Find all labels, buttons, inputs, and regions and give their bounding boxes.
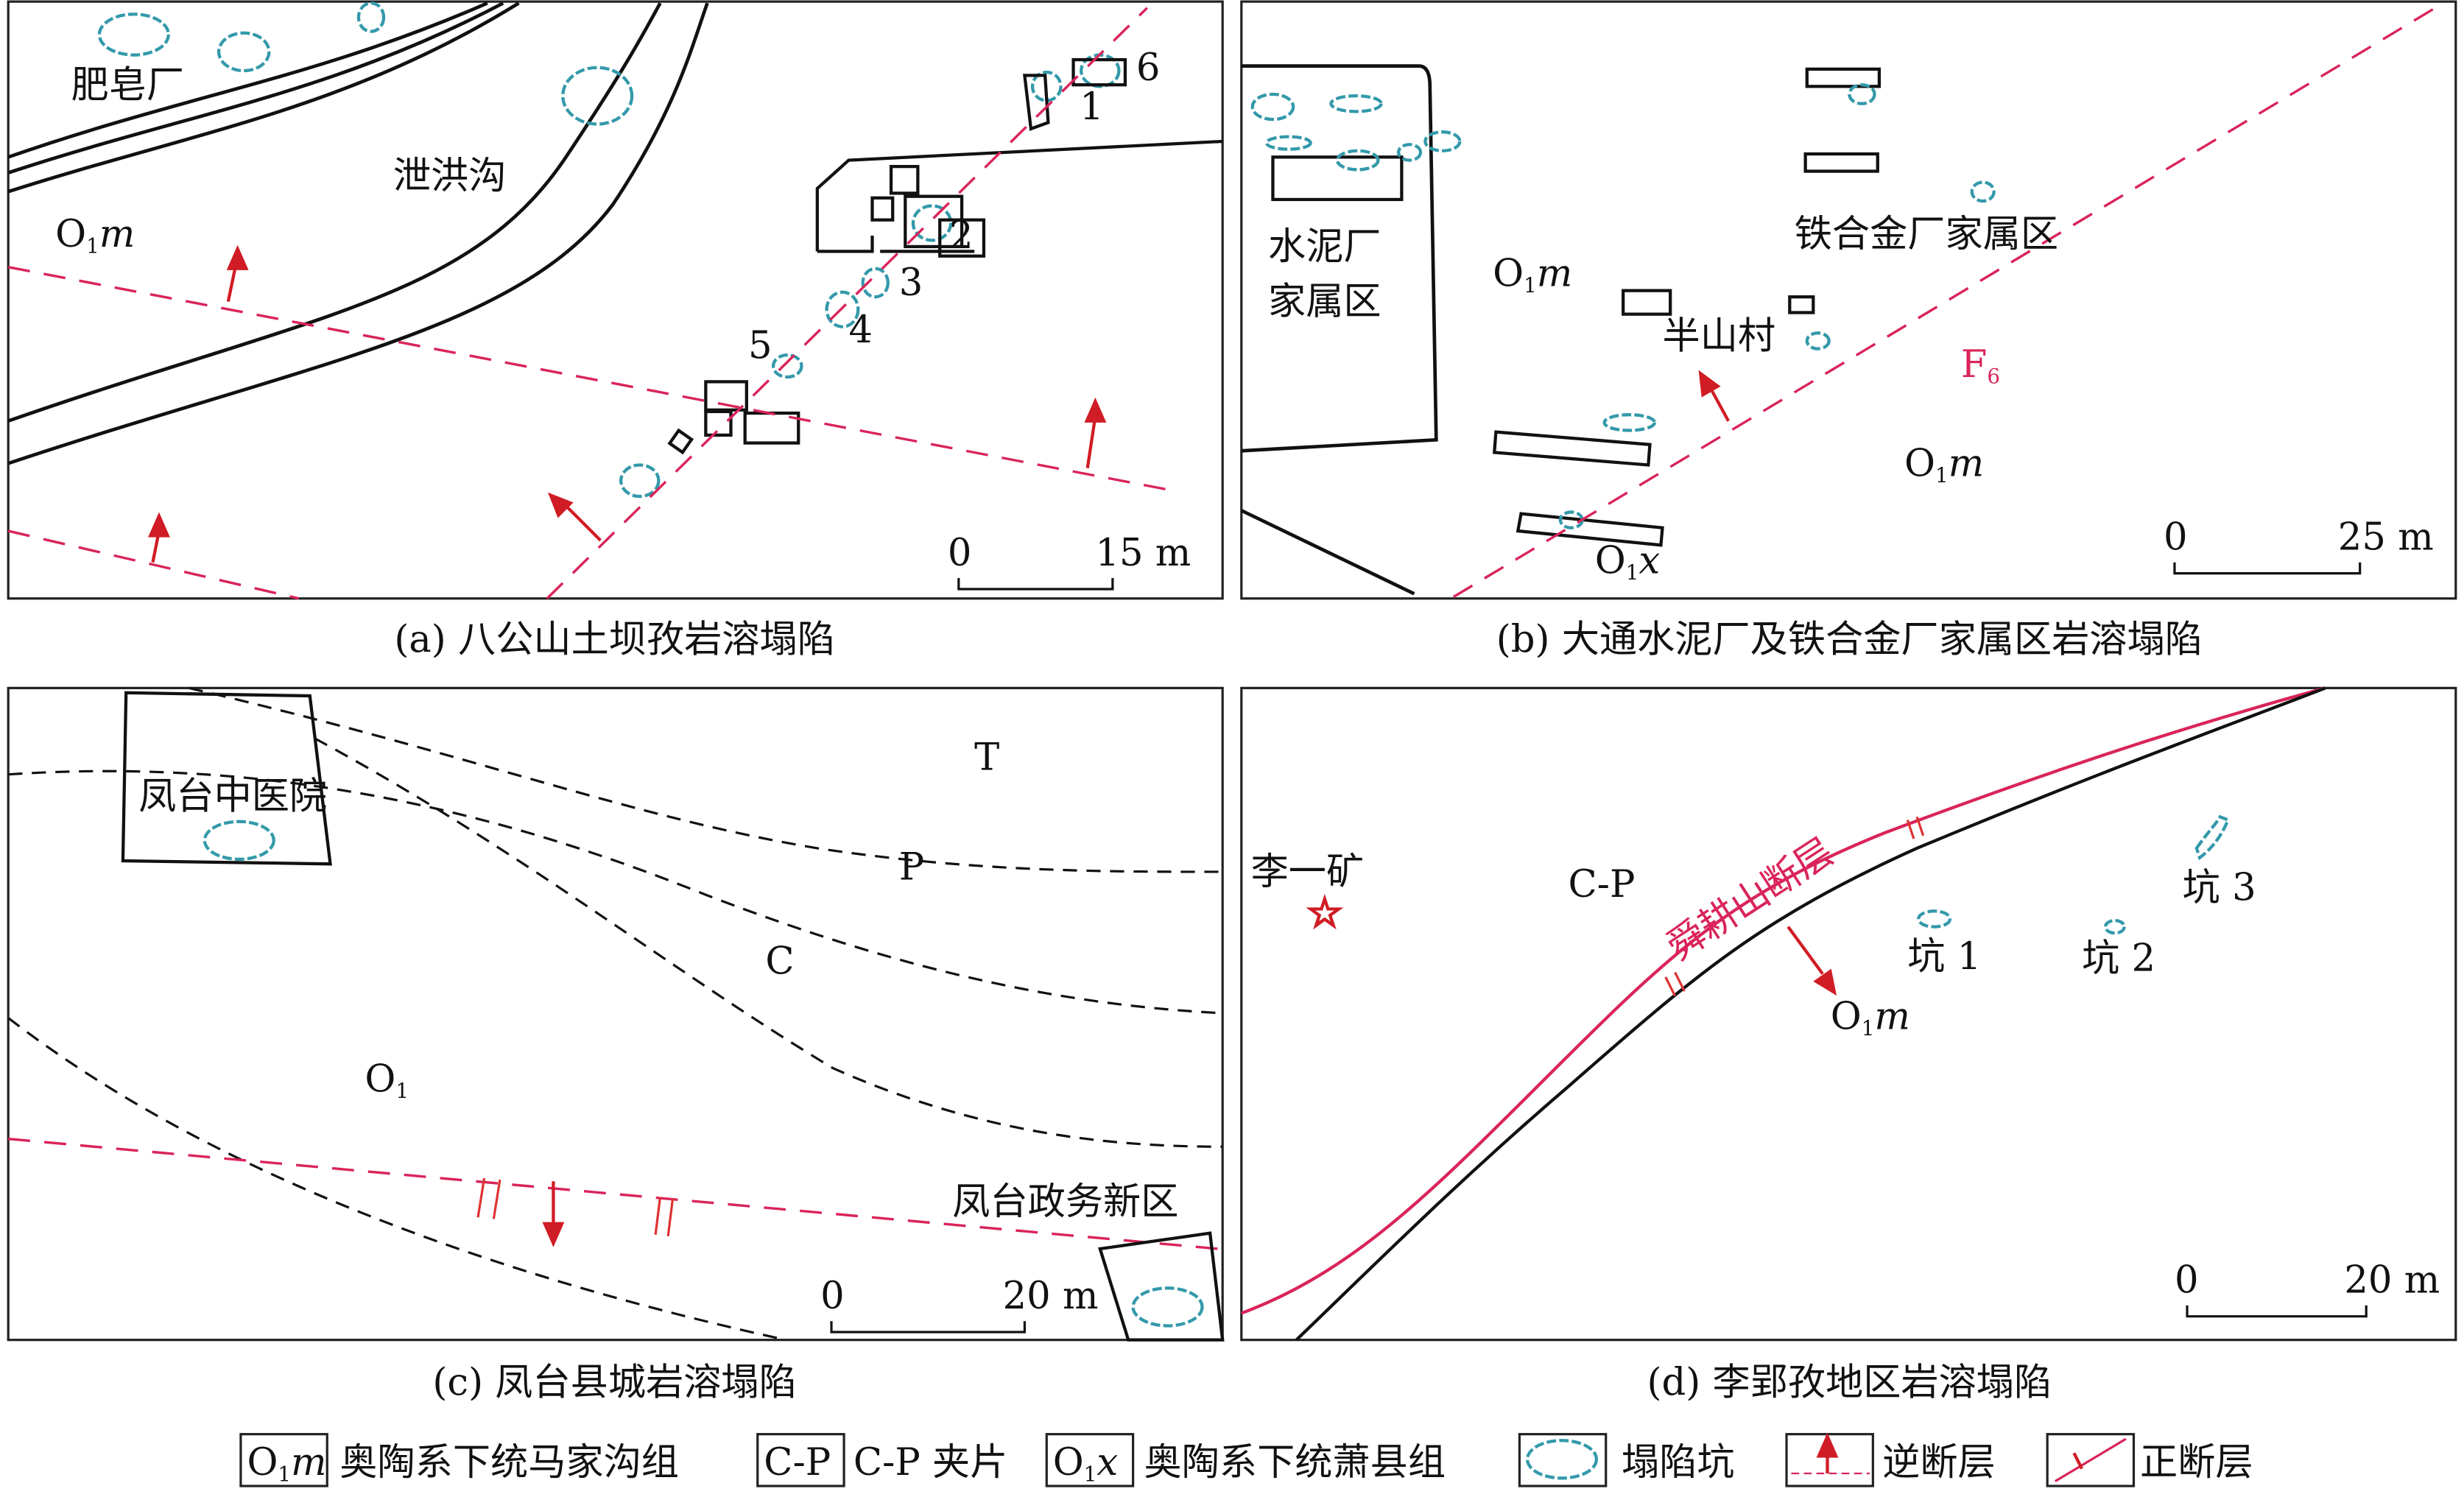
legend-symbol-cp: C-P	[764, 1440, 831, 1484]
collapse-pit	[2194, 814, 2231, 861]
caption-d: (d) 李郢孜地区岩溶塌陷	[1647, 1360, 2052, 1404]
star-icon: ☆	[1306, 890, 1343, 937]
scale-zero: 0	[820, 1274, 845, 1318]
collapse-pit	[2103, 918, 2126, 935]
label-o1x: O1x	[1595, 539, 1661, 585]
collapse-pit	[1250, 92, 1295, 121]
pit-number: 4	[848, 308, 873, 352]
label-mine: 李一矿	[1251, 850, 1365, 894]
pit-number: 2	[949, 214, 974, 258]
legend-label: 塌陷坑	[1622, 1440, 1735, 1484]
caption-b: (b) 大通水泥厂及铁合金厂家属区岩溶塌陷	[1496, 617, 2203, 661]
normal-fault-icon	[2055, 1437, 2127, 1483]
collapse-pit	[356, 1, 386, 33]
pit-number: 3	[899, 261, 923, 305]
reverse-fault-icon	[1791, 1432, 1870, 1475]
scale-zero: 0	[948, 531, 972, 575]
collapse-pit	[1131, 1286, 1204, 1328]
label-o1m: O1m	[1493, 251, 1572, 297]
scale-bar	[957, 578, 1114, 591]
label-ferroalloy-residential: 铁合金厂家属区	[1795, 212, 2058, 256]
collapse-pit	[1917, 909, 1952, 929]
collapse-pit	[97, 13, 170, 57]
label-stratum-c: C	[765, 940, 794, 984]
legend: O1m 奥陶系下统马家沟组 C-P C-P 夹片 O1x 奥陶系下统萧县组 塌陷…	[239, 1432, 2253, 1487]
scale-bar	[830, 1321, 1027, 1334]
scale-end: 20 m	[2344, 1258, 2440, 1303]
legend-label: 奥陶系下统马家沟组	[339, 1440, 679, 1484]
collapse-pit	[771, 353, 803, 379]
collapse-pit	[619, 463, 661, 499]
legend-label: 奥陶系下统萧县组	[1144, 1440, 1446, 1484]
collapse-pit	[1335, 149, 1380, 172]
panel-d: ☆ 李一矿 C-P 舜耕山断层 坑 1 坑 2 坑 3 O1m 0 20 m (…	[1240, 686, 2457, 1404]
collapse-pit	[1423, 130, 1462, 152]
panel-c: 凤台中医院 T P C O1 凤台政务新区 0 20 m (c) 凤台县城岩溶塌…	[7, 686, 1225, 1404]
collapse-pit	[1848, 83, 1876, 105]
scale-zero: 0	[2164, 515, 2188, 560]
collapse-pit	[217, 31, 271, 73]
label-flood-channel: 泄洪沟	[393, 154, 507, 198]
collapse-pit	[911, 204, 953, 242]
collapse-pit	[1396, 143, 1423, 162]
caption-a: (a) 八公山土坝孜岩溶塌陷	[394, 617, 835, 661]
collapse-pit	[1329, 94, 1383, 113]
collapse-pit	[1805, 331, 1831, 351]
pit-number: 5	[748, 323, 772, 367]
collapse-pit	[561, 66, 634, 126]
label-pit-2: 坑 2	[2082, 936, 2155, 980]
legend-label: 逆断层	[1882, 1440, 1996, 1484]
label-o1m-2: O1m	[1904, 441, 1984, 487]
collapse-pit	[203, 820, 275, 862]
label-o1m: O1m	[1831, 994, 1910, 1040]
collapse-pit	[1264, 135, 1312, 151]
label-stratum-o1: O1	[365, 1057, 409, 1104]
legend-label: C-P 夹片	[853, 1440, 1008, 1484]
scale-end: 20 m	[1003, 1274, 1099, 1318]
legend-label: 正断层	[2140, 1440, 2253, 1484]
collapse-pit	[1030, 70, 1063, 102]
caption-c: (c) 凤台县城岩溶塌陷	[432, 1360, 796, 1404]
scale-zero: 0	[2175, 1258, 2199, 1303]
legend-symbol-o1m: O1m	[247, 1440, 326, 1487]
label-stratum-p: P	[899, 845, 924, 890]
label-cement-residential: 家属区	[1268, 280, 1381, 324]
panel-a: 肥皂厂 泄洪沟 O1m 1 2 3 4 5 6 0 15 m (a) 八公山土坝…	[7, 0, 1224, 661]
collapse-pit	[1602, 413, 1656, 432]
label-stratum-t: T	[974, 735, 999, 779]
label-pit-1: 坑 1	[1907, 934, 1981, 979]
scale-end: 15 m	[1095, 531, 1191, 575]
label-formation-o1m: O1m	[55, 212, 135, 258]
label-cement-factory: 水泥厂	[1268, 225, 1381, 269]
collapse-pit-icon	[1525, 1439, 1599, 1480]
label-fault-f6: F6	[1961, 342, 2000, 389]
label-new-district: 凤台政务新区	[952, 1180, 1178, 1224]
label-banshan-village: 半山村	[1663, 314, 1776, 359]
label-hospital: 凤台中医院	[138, 775, 327, 819]
pit-number: 6	[1136, 46, 1161, 90]
scale-bar	[2173, 562, 2362, 575]
label-cp: C-P	[1569, 862, 1636, 906]
collapse-pit	[1970, 180, 1996, 203]
scale-end: 25 m	[2338, 515, 2434, 560]
label-soap-factory: 肥皂厂	[71, 63, 185, 107]
panel-b: 水泥厂 家属区 铁合金厂家属区 半山村 F6 O1m O1m O1x 0 25 …	[1240, 0, 2457, 661]
label-pit-3: 坑 3	[2183, 865, 2256, 909]
legend-symbol-o1x: O1x	[1053, 1440, 1119, 1487]
scale-bar	[2186, 1305, 2368, 1318]
collapse-pit	[825, 290, 860, 328]
pit-number: 1	[1080, 85, 1104, 129]
collapse-pit	[861, 267, 890, 299]
